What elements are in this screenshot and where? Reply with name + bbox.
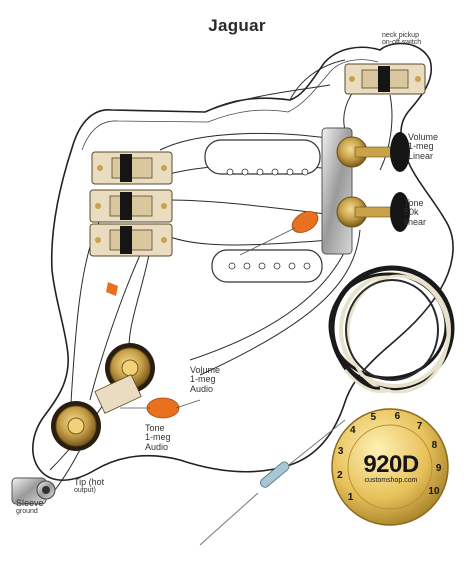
tip-label-line2: output) — [74, 487, 96, 495]
sleeve-label-line1: Sleeve — [16, 498, 44, 508]
volume-audio-line2: 1-meg — [190, 374, 216, 385]
volume-linear-line1: Volume — [408, 132, 439, 142]
tone-linear-label: Tone 50k linear — [404, 198, 427, 227]
tip-label-line1: Tip (hot — [74, 477, 105, 487]
neck-pickup — [211, 249, 323, 283]
tone-linear-line1: Tone — [404, 198, 424, 208]
knob-digit: 2 — [337, 470, 343, 482]
slide-switch-1 — [91, 151, 173, 185]
knob-url: customshop.com — [364, 477, 418, 484]
slide-switch-2 — [89, 189, 173, 223]
tone-audio-line2: 1-meg — [145, 432, 171, 443]
capacitor-orange-lower — [120, 397, 201, 419]
slide-switch-3 — [89, 223, 173, 257]
knob-digit: 4 — [350, 425, 356, 437]
sleeve-label-line2: ground — [16, 508, 38, 516]
knob-digit: 10 — [428, 486, 440, 498]
knob-digit: 1 — [347, 492, 354, 504]
neck-on-off-switch — [344, 63, 426, 95]
volume-audio-line3: Audio — [190, 383, 214, 394]
bridge-pickup — [204, 139, 321, 176]
gold-knob — [331, 408, 449, 526]
volume-linear-line3: Linear — [408, 150, 434, 161]
volume-linear-line2: 1-meg — [408, 141, 434, 152]
tone-pot-audio — [51, 401, 101, 451]
coiled-cloth-wire — [328, 265, 455, 394]
knob-digit: 5 — [370, 412, 377, 424]
knob-digit: 6 — [394, 410, 401, 422]
capacitor-orange-upper — [239, 211, 319, 256]
tone-audio-line3: Audio — [145, 441, 169, 452]
knob-digit: 7 — [416, 420, 423, 432]
knob-digit: 8 — [431, 439, 438, 451]
tone-linear-line2: 50k — [404, 207, 419, 218]
diagram-title: Jaguar — [208, 16, 266, 35]
tone-audio-label: Tone 1-meg Audio — [145, 423, 171, 452]
volume-audio-line1: Volume — [190, 365, 221, 375]
volume-linear-label: Volume 1-meg Linear — [408, 132, 439, 161]
resistor — [199, 419, 346, 546]
rhythm-control-plate — [321, 127, 410, 255]
knob-digit: 3 — [337, 446, 344, 458]
neck-switch-label: neck pickup on-off switch — [382, 32, 421, 47]
knob-digit: 9 — [435, 463, 442, 475]
tone-linear-line3: linear — [404, 216, 427, 227]
tone-audio-line1: Tone — [145, 423, 165, 433]
lead-control-strip — [94, 374, 142, 414]
pickguard-inner-outline — [81, 59, 379, 151]
neck-switch-label-line1: neck pickup — [382, 32, 419, 39]
capacitor-orange-left — [106, 282, 118, 296]
neck-switch-label-line2: on-off switch — [382, 39, 422, 47]
tip-label: Tip (hot output) — [74, 477, 105, 495]
knob-brand: 920D — [363, 451, 419, 478]
output-jack — [11, 477, 56, 505]
sleeve-label: Sleeve ground — [16, 498, 44, 516]
volume-audio-label: Volume 1-meg Audio — [190, 365, 221, 394]
